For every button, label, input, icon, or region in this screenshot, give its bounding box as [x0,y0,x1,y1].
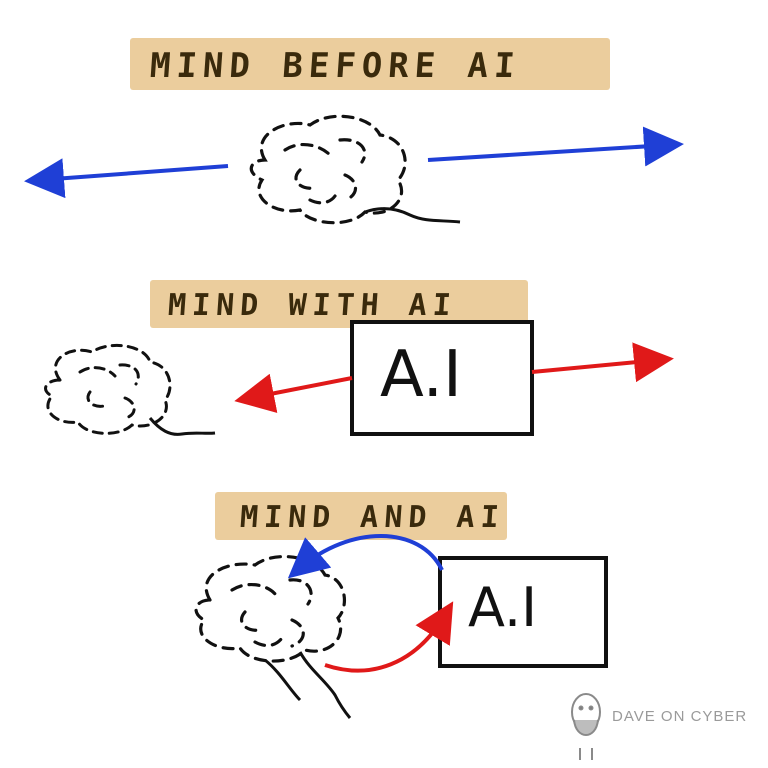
brain-icon [44,343,172,435]
brain-stem [298,651,352,719]
red-arrow-right [531,342,674,383]
blue-arrow-left [24,158,229,199]
brain-icon [194,554,347,663]
blue-arrow-right [427,126,684,167]
brain-icon [249,114,407,225]
title-highlight-3 [215,492,507,540]
avatar-icon [571,693,601,760]
title-highlight-1 [130,38,610,90]
credit-label: DAVE ON CYBER [612,708,748,725]
red-arrow-left [234,373,353,414]
ai-box-label: A.I [468,576,538,639]
brain-stem [148,417,216,436]
brain-stem [264,658,302,702]
ai-box-label: A.I [380,338,462,412]
blue-curve-arrow [287,534,444,579]
ai-box [350,320,534,436]
red-curve-arrow [324,601,454,673]
brain-stem [364,207,461,224]
ai-box [438,556,608,668]
